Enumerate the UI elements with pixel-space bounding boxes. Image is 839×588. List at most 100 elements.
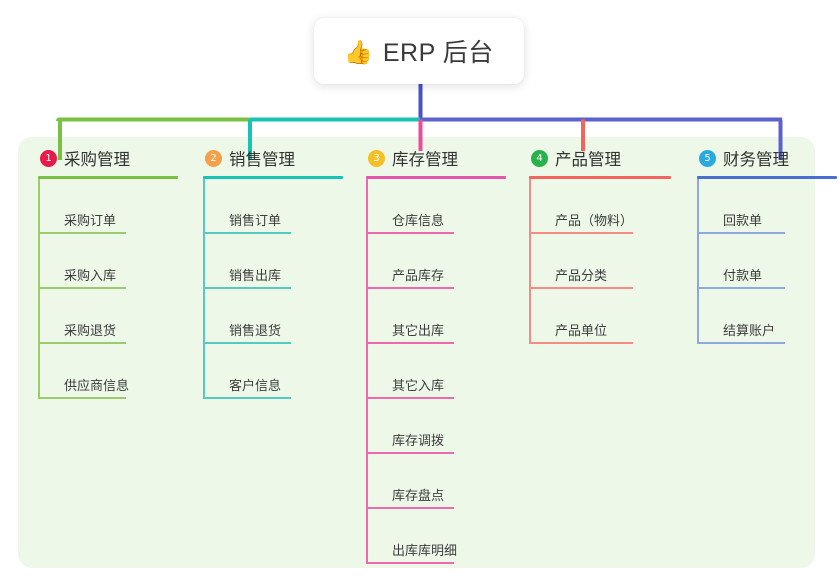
leaf-rule (529, 287, 633, 289)
leaf-item[interactable]: 销售订单 (203, 179, 343, 234)
leaf-item[interactable]: 付款单 (697, 234, 837, 289)
leaf-rule (529, 342, 633, 344)
leaf-list: 产品（物料） 产品分类产品单位 (529, 179, 671, 344)
leaf-label: 产品库存 (392, 268, 445, 284)
leaf-item[interactable]: 销售退货 (203, 289, 343, 344)
leaf-label: 采购订单 (64, 213, 117, 229)
leaf-rule (366, 232, 454, 234)
branch-header-rule (203, 176, 343, 179)
branch-header-rule (697, 176, 837, 179)
branch-number-badge: 5 (699, 149, 716, 167)
leaf-label: 产品分类 (555, 268, 608, 284)
leaf-rule (38, 342, 126, 344)
leaf-spine (203, 179, 205, 399)
leaf-label: 供应商信息 (64, 378, 130, 394)
leaf-rule (38, 232, 126, 234)
branch-number-badge: 4 (531, 149, 548, 167)
branch-number-badge: 1 (40, 149, 57, 167)
leaf-rule (366, 507, 454, 509)
leaf-label: 付款单 (723, 268, 763, 284)
leaf-rule (366, 562, 454, 564)
leaf-item[interactable]: 供应商信息 (38, 344, 178, 399)
leaf-list: 采购订单采购入库采购退货供应商信息 (38, 179, 178, 399)
leaf-label: 回款单 (723, 213, 763, 229)
leaf-item[interactable]: 产品单位 (529, 289, 671, 344)
leaf-item[interactable]: 库存盘点 (366, 454, 506, 509)
leaf-rule (366, 287, 454, 289)
leaf-rule (203, 287, 291, 289)
leaf-label: 仓库信息 (392, 213, 445, 229)
leaf-item[interactable]: 客户信息 (203, 344, 343, 399)
leaf-item[interactable]: 产品库存 (366, 234, 506, 289)
leaf-item[interactable]: 其它入库 (366, 344, 506, 399)
branch-column-1: 1 采购管理采购订单采购入库采购退货供应商信息 (38, 145, 178, 399)
leaf-rule (38, 397, 126, 399)
leaf-list: 销售订单销售出库销售退货客户信息 (203, 179, 343, 399)
leaf-label: 销售订单 (229, 213, 282, 229)
leaf-spine (697, 179, 699, 344)
leaf-label: 出库库明细 (392, 543, 458, 559)
branch-column-4: 4 产品管理产品（物料） 产品分类产品单位 (529, 145, 671, 344)
leaf-label: 采购入库 (64, 268, 117, 284)
leaf-rule (203, 232, 291, 234)
branch-title: 库存管理 (392, 151, 458, 169)
leaf-label: 库存调拨 (392, 433, 445, 449)
branch-title: 财务管理 (723, 151, 789, 169)
leaf-spine (38, 179, 40, 399)
branch-number-badge: 2 (205, 149, 222, 167)
root-node-title: ERP 后台 (382, 39, 494, 67)
leaf-item[interactable]: 其它出库 (366, 289, 506, 344)
leaf-spine (529, 179, 531, 344)
branch-title: 采购管理 (64, 151, 130, 169)
leaf-list: 回款单付款单结算账户 (697, 179, 837, 344)
leaf-label: 其它出库 (392, 323, 445, 339)
leaf-rule (203, 342, 291, 344)
leaf-item[interactable]: 仓库信息 (366, 179, 506, 234)
background-panel (18, 137, 815, 568)
leaf-label: 客户信息 (229, 378, 282, 394)
branch-header-5[interactable]: 5 财务管理 (697, 145, 837, 171)
leaf-rule (203, 397, 291, 399)
leaf-label: 采购退货 (64, 323, 117, 339)
leaf-spine (366, 179, 368, 564)
leaf-item[interactable]: 库存调拨 (366, 399, 506, 454)
leaf-label: 产品（物料） (555, 213, 634, 229)
leaf-item[interactable]: 产品分类 (529, 234, 671, 289)
branch-header-rule (366, 176, 506, 179)
leaf-item[interactable]: 销售出库 (203, 234, 343, 289)
branch-number-badge: 3 (368, 149, 385, 167)
leaf-item[interactable]: 采购订单 (38, 179, 178, 234)
branch-header-rule (38, 176, 178, 179)
leaf-label: 库存盘点 (392, 488, 445, 504)
leaf-label: 销售退货 (229, 323, 282, 339)
leaf-item[interactable]: 产品（物料） (529, 179, 671, 234)
root-node-card[interactable]: 👍 ERP 后台 (314, 18, 524, 84)
leaf-item[interactable]: 采购入库 (38, 234, 178, 289)
leaf-rule (366, 342, 454, 344)
leaf-rule (697, 232, 785, 234)
leaf-rule (697, 342, 785, 344)
leaf-list: 仓库信息产品库存其它出库其它入库库存调拨库存盘点出库库明细 (366, 179, 506, 564)
leaf-rule (529, 232, 633, 234)
branch-title: 产品管理 (555, 151, 621, 169)
thumbs-up-icon: 👍 (344, 38, 373, 65)
branch-column-5: 5 财务管理回款单付款单结算账户 (697, 145, 837, 344)
branch-header-4[interactable]: 4 产品管理 (529, 145, 671, 171)
branch-header-1[interactable]: 1 采购管理 (38, 145, 178, 171)
leaf-rule (366, 397, 454, 399)
leaf-item[interactable]: 回款单 (697, 179, 837, 234)
leaf-rule (697, 287, 785, 289)
branch-header-rule (529, 176, 671, 179)
leaf-label: 其它入库 (392, 378, 445, 394)
leaf-item[interactable]: 采购退货 (38, 289, 178, 344)
leaf-label: 结算账户 (723, 323, 776, 339)
leaf-item[interactable]: 结算账户 (697, 289, 837, 344)
leaf-item[interactable]: 出库库明细 (366, 509, 506, 564)
leaf-rule (38, 287, 126, 289)
leaf-label: 产品单位 (555, 323, 608, 339)
branch-header-3[interactable]: 3 库存管理 (366, 145, 506, 171)
